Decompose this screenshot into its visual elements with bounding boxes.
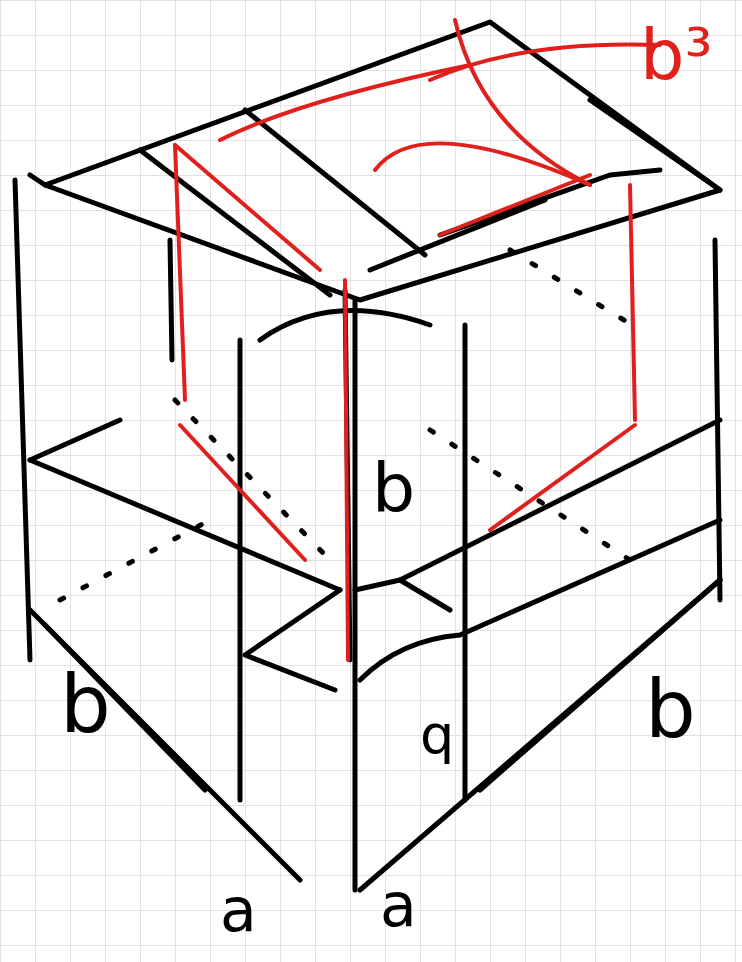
dimension-label: b — [372, 455, 415, 523]
dimension-label: a — [380, 875, 417, 935]
b-cube-outline — [175, 20, 660, 660]
cube-lines — [15, 22, 720, 890]
dimension-label: b — [60, 665, 111, 745]
dimension-label: b³ — [640, 20, 713, 90]
dimension-label: b — [645, 670, 696, 750]
dimension-label: q — [420, 708, 454, 762]
dimension-label: a — [220, 880, 257, 940]
